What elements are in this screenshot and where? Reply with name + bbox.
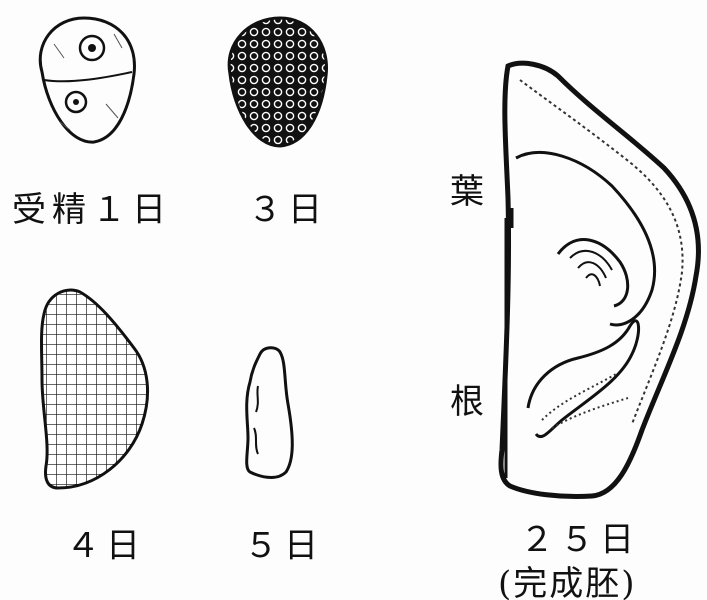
annotation-leaf-label: 葉 (450, 164, 490, 213)
elongated-embryo (247, 348, 293, 478)
dense-cell-mass (229, 18, 326, 146)
stage-day25-drawing (492, 58, 706, 500)
stage-day4-drawing (36, 284, 156, 494)
stage-day4-label: ４日 (66, 518, 146, 567)
stage-day1-label: 受精１日 (12, 182, 172, 231)
stage-day5-label: ５日 (244, 518, 324, 567)
stage-day1-drawing (34, 14, 142, 146)
stage-day3-drawing (224, 14, 334, 150)
radicle (528, 321, 639, 437)
cell-division-line (44, 72, 132, 81)
globular-embryo (42, 290, 148, 488)
stage-day5-drawing (236, 342, 300, 482)
stage-day25-sublabel: (完成胚) (498, 556, 637, 600)
stage-day25-label: ２５日 (520, 512, 640, 561)
annotation-root-label: 根 (450, 374, 490, 423)
seed-outline (501, 63, 698, 496)
stage-day3-label: ３日 (248, 182, 328, 231)
